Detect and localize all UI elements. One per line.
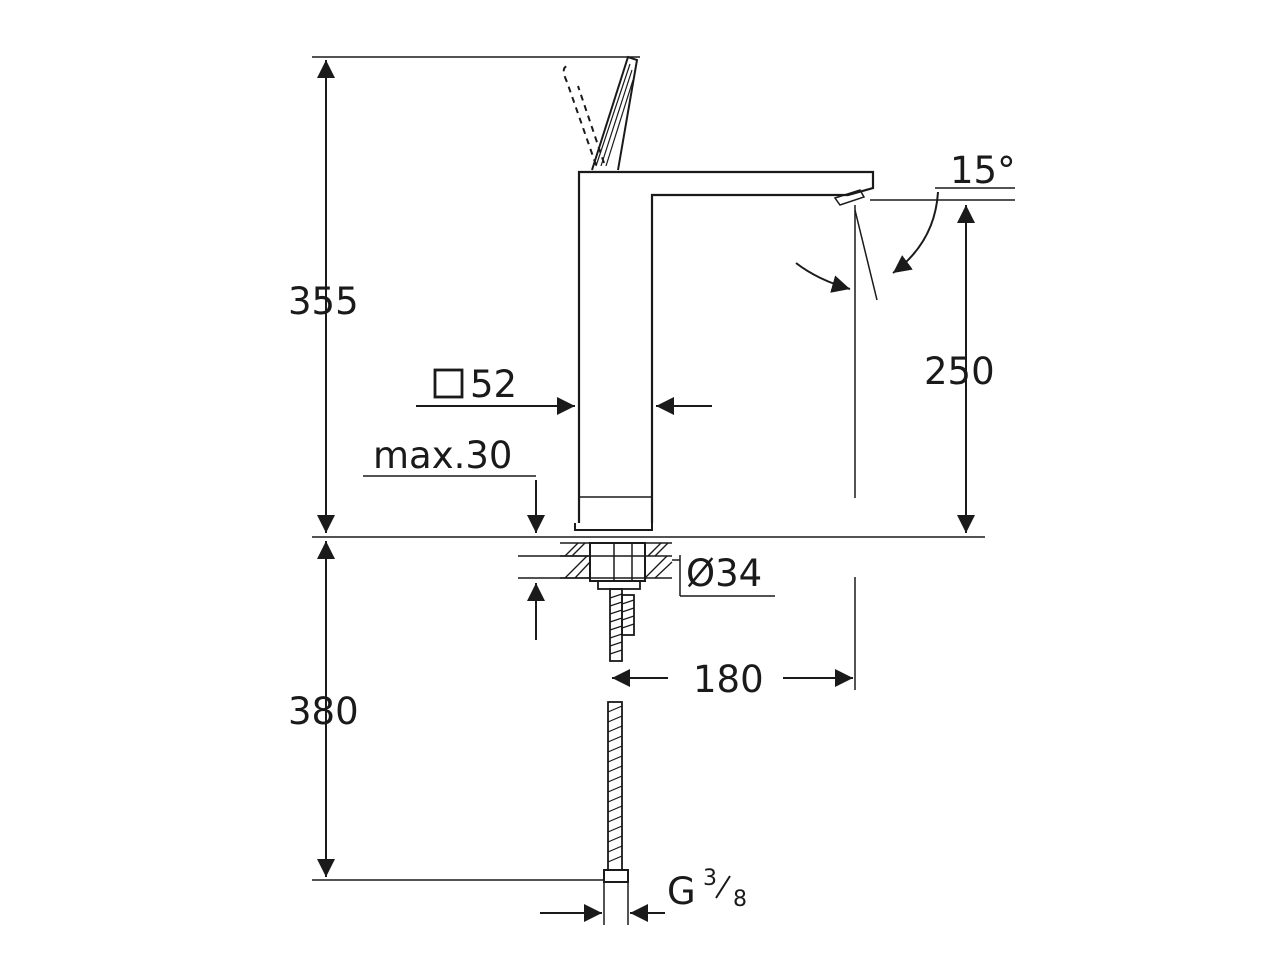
deck-mounting-section <box>560 542 673 590</box>
spout-reach-180-label: 180 <box>693 658 764 701</box>
deck-thickness-max30-label: max.30 <box>373 434 512 477</box>
body-width-52-dimension <box>416 368 712 415</box>
spout-reach-180-dimension <box>612 577 856 690</box>
hole-diameter-leader <box>672 555 775 597</box>
swivel-angle-15-label: 15° <box>950 149 1016 192</box>
square-profile-icon <box>433 368 464 399</box>
connection-thread-numerator: 3 <box>703 866 717 891</box>
connection-thread-fraction-bar <box>715 875 731 899</box>
lever-handle <box>562 55 639 171</box>
hole-diameter-34-label: Ø34 <box>686 552 762 595</box>
flexible-hose-lower <box>603 701 629 883</box>
hose-380-dimension <box>312 541 605 881</box>
body-width-52-label: 52 <box>470 363 517 406</box>
connection-thread-denominator: 8 <box>733 887 747 912</box>
spout-height-250-dimension <box>854 199 1015 533</box>
swivel-angle-15-dimension <box>795 187 1015 301</box>
height-355-dimension <box>312 56 640 533</box>
connection-thread-letter: G <box>667 870 696 913</box>
connection-g38-dimension <box>540 882 665 925</box>
deck-thickness-max30-dimension <box>363 475 590 640</box>
faucet-body <box>574 170 875 531</box>
threaded-rod-upper <box>609 588 635 662</box>
height-355-label: 355 <box>288 280 359 323</box>
spout-height-250-label: 250 <box>924 350 995 393</box>
hose-380-label: 380 <box>288 690 359 733</box>
